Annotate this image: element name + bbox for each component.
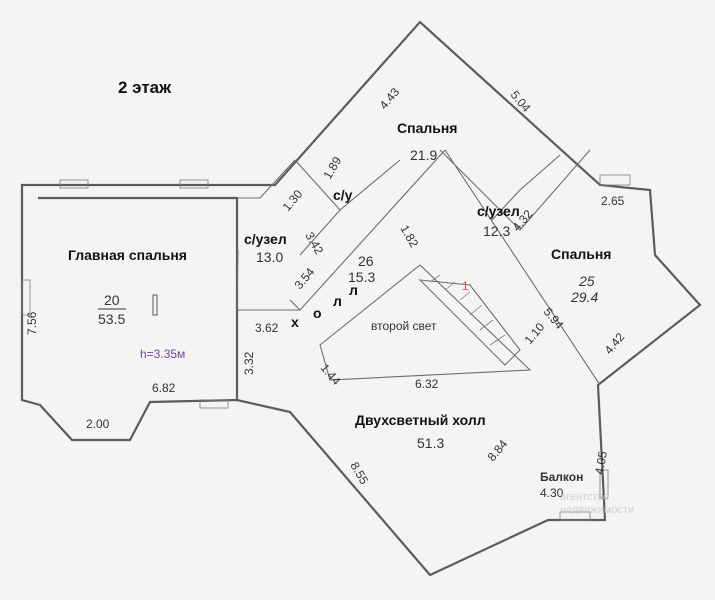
dim: 2.00 xyxy=(86,417,110,431)
floor-title: 2 этаж xyxy=(118,78,172,97)
dim: 1.10 xyxy=(522,320,548,347)
dim: 8.84 xyxy=(485,437,511,464)
dim: 3.42 xyxy=(302,230,326,258)
room-area-bath-left: 13.0 xyxy=(256,249,283,265)
watermark-text: агентство xyxy=(560,491,609,503)
dim: 1.82 xyxy=(397,223,421,251)
dim: 1.44 xyxy=(318,361,344,388)
dim: 3.54 xyxy=(292,265,318,292)
ceiling-height: h=3.35м xyxy=(140,347,185,361)
room-name-wc: с/у xyxy=(333,187,353,203)
hall-letter-1: х xyxy=(291,314,299,330)
room-number-master: 20 xyxy=(104,292,120,308)
watermark-text: недвижимости xyxy=(560,504,634,516)
hall-letter-2: о xyxy=(313,305,322,321)
hall-letter-3: л xyxy=(333,293,342,309)
dim: 4.42 xyxy=(602,330,628,357)
inner-walls xyxy=(236,149,601,386)
dim: 1.89 xyxy=(320,154,344,182)
room-area-bath-right: 12.3 xyxy=(483,223,510,239)
room-number-bedroom-right: 25 xyxy=(578,273,595,289)
room-area-bedroom-right: 29.4 xyxy=(570,289,598,305)
dim: 4.05 xyxy=(592,450,610,476)
dim: 6.82 xyxy=(152,381,176,395)
dim: 3.62 xyxy=(255,321,279,335)
room-area-hall: 15.3 xyxy=(348,269,375,285)
room-number-hall: 26 xyxy=(358,253,374,269)
room-name-double-hall: Двухсветный холл xyxy=(355,412,486,428)
room-name-bedroom-right: Спальня xyxy=(551,246,611,262)
dim: 7.56 xyxy=(25,311,39,335)
room-name-master-bedroom: Главная спальня xyxy=(68,247,187,263)
dim: 4.30 xyxy=(540,486,564,500)
dim: 1.30 xyxy=(280,187,306,214)
room-name-bedroom-top: Спальня xyxy=(397,120,457,136)
stair-mark: 1 xyxy=(462,279,469,293)
dim: 2.65 xyxy=(601,194,625,208)
column xyxy=(152,294,158,316)
watermark: агентство недвижимости xyxy=(560,491,634,516)
second-light-label: второй свет xyxy=(371,319,437,333)
inner-wall-master xyxy=(38,196,239,400)
dim: 6.32 xyxy=(415,377,439,391)
room-area-master: 53.5 xyxy=(98,311,125,327)
room-name-balcony: Балкон xyxy=(540,470,583,484)
hall-letter-4: л xyxy=(349,282,358,298)
room-name-bath-right: с/узел xyxy=(477,203,520,219)
room-area-double-hall: 51.3 xyxy=(417,435,444,451)
dim: 3.32 xyxy=(242,351,256,375)
dim: 4.43 xyxy=(377,85,403,112)
room-area-bedroom-top: 21.9 xyxy=(410,147,437,163)
staircase xyxy=(418,274,521,366)
windows xyxy=(21,174,631,521)
dim: 5.04 xyxy=(508,88,534,115)
room-name-bath-left: с/узел xyxy=(244,231,287,247)
